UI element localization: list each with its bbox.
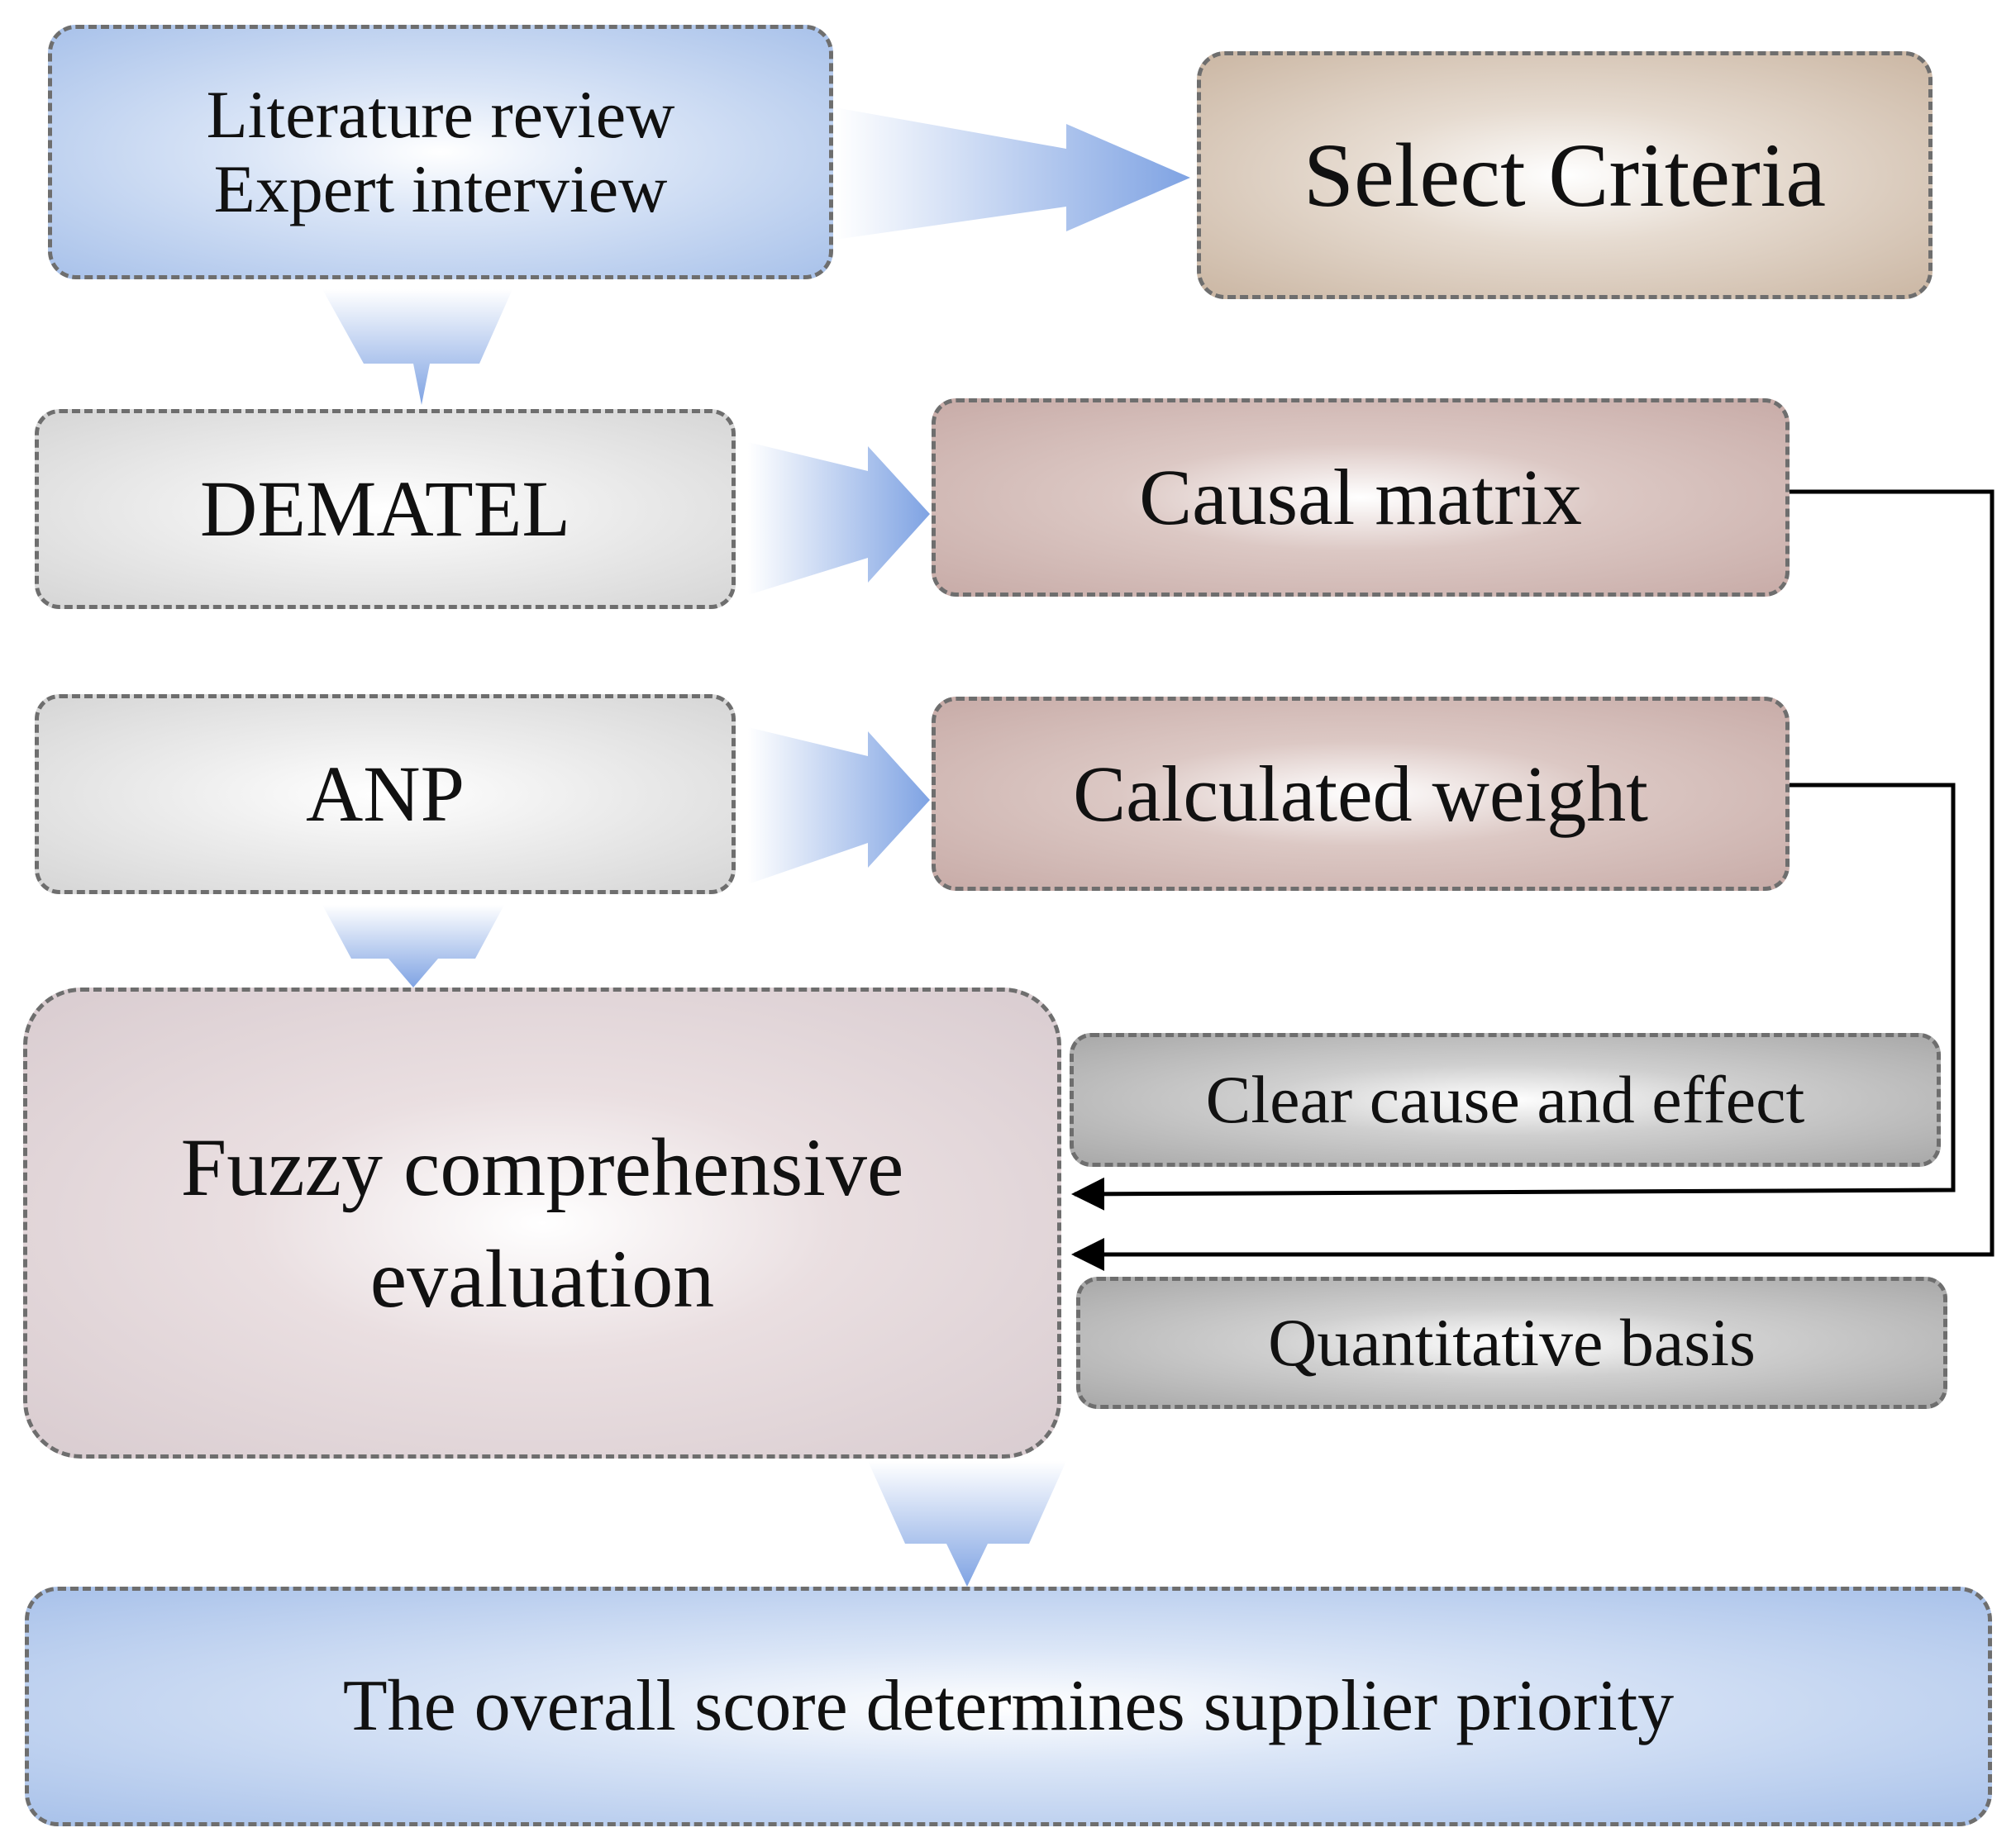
calculated-weight-box: Calculated weight [932,697,1790,891]
dematel-label: DEMATEL [200,464,570,554]
arrow-literature-to-dematel [322,289,512,405]
dematel-box: DEMATEL [35,409,736,609]
anp-label: ANP [305,750,465,839]
expert-interview-label: Expert interview [213,151,668,226]
arrow-anp-to-weight [748,727,930,884]
fuzzy-line2-label: evaluation [369,1233,715,1325]
fuzzy-line1-label: Fuzzy comprehensive [180,1121,904,1213]
overall-score-box: The overall score determines supplier pr… [25,1587,1992,1826]
select-criteria-box: Select Criteria [1197,51,1933,299]
clear-cause-effect-box: Clear cause and effect [1070,1033,1941,1167]
causal-matrix-box: Causal matrix [932,398,1790,597]
arrow-dematel-to-causal [748,442,930,595]
calculated-weight-label: Calculated weight [1073,749,1648,838]
select-criteria-label: Select Criteria [1303,124,1827,226]
quantitative-basis-box: Quantitative basis [1076,1277,1947,1409]
arrow-fuzzy-to-overall [868,1461,1066,1587]
connector-causal-to-fuzzy [1071,489,1995,1271]
overall-score-label: The overall score determines supplier pr… [342,1665,1675,1746]
literature-expert-box: Literature review Expert interview [48,25,833,279]
literature-review-label: Literature review [206,76,675,152]
anp-box: ANP [35,694,736,894]
connector-weight-to-fuzzy [1071,783,1956,1211]
causal-matrix-label: Causal matrix [1139,453,1582,542]
arrow-anp-to-fuzzy [322,905,504,988]
fuzzy-evaluation-box: Fuzzy comprehensive evaluation [23,988,1061,1459]
arrow-literature-to-criteria [835,107,1190,240]
clear-cause-effect-label: Clear cause and effect [1205,1061,1805,1137]
quantitative-basis-label: Quantitative basis [1268,1304,1756,1380]
